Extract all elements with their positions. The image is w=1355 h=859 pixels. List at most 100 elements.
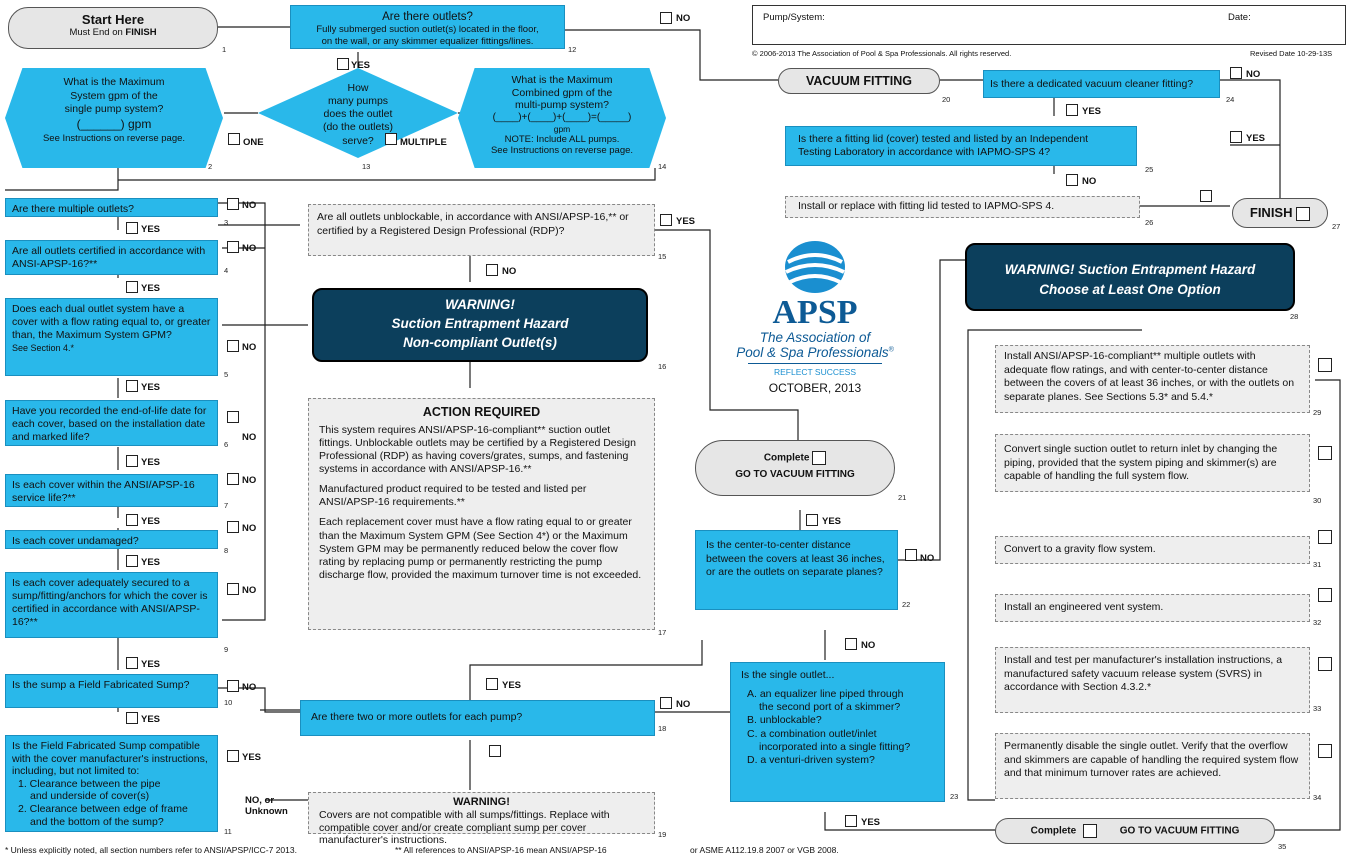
- w16-l1: WARNING!: [445, 297, 515, 312]
- checkbox-option[interactable]: [1318, 446, 1332, 460]
- w16-l2: Suction Entrapment Hazard: [391, 315, 569, 331]
- yes-label: YES: [351, 60, 371, 71]
- q23-c2: incorporated into a single fitting?: [759, 740, 911, 753]
- checkbox-yes[interactable]: [126, 712, 138, 724]
- q-outlets-certified: Are all outlets certified in accordance …: [5, 240, 218, 275]
- checkbox-finish[interactable]: [1296, 206, 1311, 221]
- checkbox-option[interactable]: [1318, 657, 1332, 671]
- checkbox-no[interactable]: [227, 340, 239, 352]
- q11-item1b: and underside of cover(s): [30, 790, 150, 803]
- step-number: 34: [1313, 793, 1322, 802]
- checkbox-option[interactable]: [1318, 744, 1332, 758]
- checkbox-no[interactable]: [905, 549, 917, 561]
- checkbox-one[interactable]: [228, 133, 240, 145]
- checkbox-complete[interactable]: [1082, 824, 1097, 838]
- action-title: ACTION REQUIRED: [422, 405, 541, 419]
- yes-label: YES: [502, 680, 522, 691]
- checkbox-multiple[interactable]: [385, 133, 397, 145]
- q14-l4: (____)+(____)+(____)=(_____): [492, 111, 632, 123]
- step-number: 18: [658, 724, 667, 733]
- checkbox-yes[interactable]: [1066, 104, 1078, 116]
- checkbox-yes[interactable]: [227, 750, 239, 762]
- q14-l5: gpm: [553, 123, 571, 134]
- q11-text: Is the Field Fabricated Sump compatible …: [12, 740, 208, 778]
- start-finish: FINISH: [125, 27, 157, 38]
- q11-item2: 2. Clearance between edge of frame: [18, 802, 188, 815]
- option-vent-system: Install an engineered vent system.: [995, 594, 1310, 622]
- yes-label: YES: [141, 457, 161, 468]
- step-number: 28: [1290, 312, 1299, 321]
- checkbox-no[interactable]: [227, 583, 239, 595]
- q-center-distance: Is the center-to-center distance between…: [695, 530, 898, 610]
- step-number: 13: [362, 162, 371, 171]
- checkbox-no[interactable]: [1230, 67, 1242, 79]
- step-number: 26: [1145, 218, 1154, 227]
- checkbox-yes[interactable]: [845, 815, 857, 827]
- yes-label: YES: [141, 557, 161, 568]
- checkbox-yes[interactable]: [126, 455, 138, 467]
- step-number: 23: [950, 792, 959, 801]
- checkbox-no[interactable]: [227, 680, 239, 692]
- footnote-3: or ASME A112.19.8 2007 or VGB 2008.: [690, 845, 839, 855]
- date-label: Date:: [1228, 12, 1251, 23]
- q-dual-outlet-cover: Does each dual outlet system have a cove…: [5, 298, 218, 376]
- checkbox-no[interactable]: [227, 473, 239, 485]
- action-p2: Manufactured product required to be test…: [319, 483, 587, 509]
- step-number: 10: [224, 698, 233, 707]
- checkbox-yes[interactable]: [126, 657, 138, 669]
- checkbox-blank[interactable]: [489, 745, 501, 757]
- checkbox-no[interactable]: [227, 241, 239, 253]
- checkbox-yes[interactable]: [1230, 131, 1242, 143]
- option-svrs: Install and test per manufacturer's inst…: [995, 647, 1310, 713]
- step-number: 5: [224, 370, 229, 379]
- checkbox-yes[interactable]: [660, 214, 672, 226]
- checkbox-yes[interactable]: [126, 555, 138, 567]
- yes-label: YES: [141, 382, 161, 393]
- checkbox-yes[interactable]: [126, 222, 138, 234]
- apsp-logo: APSP The Association of Pool & Spa Profe…: [730, 240, 900, 395]
- yes-label: YES: [1246, 133, 1266, 144]
- multiple-label: MULTIPLE: [400, 137, 447, 148]
- q13-l5: serve?: [342, 134, 374, 147]
- checkbox-complete[interactable]: [812, 451, 827, 465]
- start-title: Start Here: [81, 12, 145, 27]
- q14-l6: NOTE: Include ALL pumps.: [504, 133, 620, 145]
- checkbox-no[interactable]: [227, 521, 239, 533]
- one-label: ONE: [243, 137, 264, 148]
- checkbox-option[interactable]: [1318, 588, 1332, 602]
- q23-b: B. unblockable?: [747, 714, 822, 727]
- checkbox-no[interactable]: [845, 638, 857, 650]
- q-unblockable: Are all outlets unblockable, in accordan…: [308, 204, 655, 256]
- no-label: NO: [1082, 176, 1097, 187]
- logo-line1: The Association of: [759, 330, 871, 345]
- checkbox-no[interactable]: [486, 264, 498, 276]
- footnote-1: * Unless explicitly noted, all section n…: [5, 845, 297, 855]
- checkbox-no[interactable]: [1066, 174, 1078, 186]
- checkbox-yes[interactable]: [486, 678, 498, 690]
- yes-label: YES: [861, 817, 881, 828]
- checkbox-yes[interactable]: [337, 58, 349, 70]
- checkbox-yes[interactable]: [126, 514, 138, 526]
- option-disable-outlet: Permanently disable the single outlet. V…: [995, 733, 1310, 799]
- w28-l2: Choose at Least One Option: [1039, 281, 1221, 297]
- checkbox-yes[interactable]: [806, 514, 818, 526]
- step-number: 9: [224, 645, 229, 654]
- yes-label: YES: [676, 216, 696, 227]
- checkbox-no[interactable]: [660, 697, 672, 709]
- q-cover-undamaged: Is each cover undamaged?: [5, 530, 218, 549]
- checkbox-no[interactable]: [227, 411, 239, 423]
- checkbox-no[interactable]: [660, 12, 672, 24]
- q23-text: Is the single outlet...: [741, 669, 835, 681]
- step-number: 33: [1313, 704, 1322, 713]
- checkbox-option[interactable]: [1318, 530, 1332, 544]
- q-fitting-lid: Is there a fitting lid (cover) tested an…: [785, 126, 1137, 166]
- checkbox-option[interactable]: [1318, 358, 1332, 372]
- checkbox-no[interactable]: [227, 198, 239, 210]
- pump-system-label: Pump/System:: [763, 12, 825, 23]
- checkbox-yes[interactable]: [126, 281, 138, 293]
- w16-l3: Non-compliant Outlet(s): [403, 334, 557, 350]
- checkbox-yes[interactable]: [126, 380, 138, 392]
- checkbox-blank[interactable]: [1200, 190, 1212, 202]
